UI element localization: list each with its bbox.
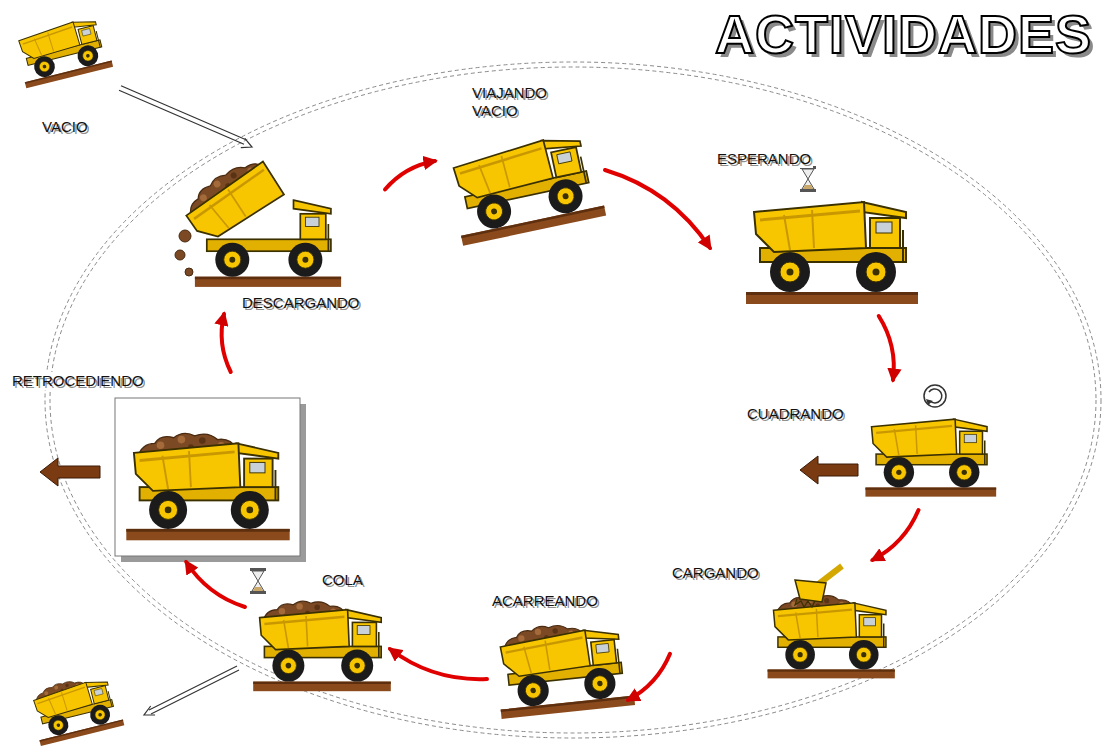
flow-arrow [879, 316, 894, 380]
art-part [18, 22, 81, 61]
loaded-truck [126, 433, 289, 540]
activity-label: CARGANDO [670, 564, 761, 582]
art-part [795, 599, 815, 607]
label-wrap: VACIO [40, 118, 90, 136]
art-part [865, 488, 996, 497]
art-part [253, 682, 391, 692]
activity-node: RETROCEDIENDO [8, 372, 305, 562]
truck-label: VACIO [40, 118, 90, 136]
art-part [177, 153, 285, 245]
art-part [926, 399, 933, 405]
art-part [195, 277, 341, 287]
art-part [149, 666, 237, 710]
art-part [50, 67, 1096, 733]
activity-label: COLA [320, 571, 365, 589]
activity-label: VIAJANDO VACIO [470, 84, 574, 120]
flow-arrow [222, 314, 231, 372]
art-part [144, 706, 155, 715]
activity-label: RETROCEDIENDO [10, 372, 146, 390]
art-part [45, 62, 1101, 738]
empty-truck [865, 419, 996, 497]
exit-arrow [144, 666, 239, 715]
cycle-ellipse [45, 62, 1101, 738]
art-part [754, 202, 866, 252]
hourglass-icon [800, 166, 816, 192]
art-part [241, 138, 252, 147]
activity-node: VIAJANDO VACIO [435, 80, 605, 260]
activity-node: ESPERANDO [710, 146, 935, 316]
flow-arrow [186, 562, 245, 607]
art-part [260, 610, 350, 650]
loaded-truck [27, 671, 124, 746]
art-part [179, 230, 191, 242]
art-part [126, 529, 289, 540]
empty-truck [445, 131, 606, 246]
flow-arrow [605, 170, 710, 248]
empty-truck [13, 15, 113, 88]
activity-label: DESCARGANDO [240, 294, 362, 312]
activity-label: ACARREANDO [490, 592, 600, 610]
art-part [773, 603, 856, 640]
frame [115, 398, 300, 556]
activity-node: ACARREANDO [487, 588, 628, 728]
flow-arrow [873, 510, 919, 560]
art-part [119, 90, 244, 144]
activity-node: CUADRANDO [740, 380, 995, 510]
art-part [185, 268, 193, 276]
art-part [500, 630, 591, 678]
art-part [924, 385, 946, 407]
loaded-truck [768, 595, 895, 678]
art-part [121, 86, 246, 140]
activity-label: ESPERANDO [715, 150, 813, 168]
art-part [768, 669, 895, 678]
flow-arrow [385, 161, 435, 190]
art-part [175, 250, 185, 260]
loaded-truck [253, 601, 391, 691]
art-part [151, 670, 239, 714]
activity-label: CUADRANDO [745, 405, 846, 423]
activity-node: DESCARGANDO [155, 148, 385, 314]
art-part [795, 580, 826, 602]
empty-truck [746, 202, 918, 304]
activity-node: CARGANDO [670, 560, 895, 685]
dumping-truck [177, 153, 341, 287]
art-part [182, 161, 286, 245]
art-part [746, 292, 918, 304]
reverse-arrow [800, 456, 858, 484]
title: ACTIVIDADES [715, 4, 1092, 64]
art-part [872, 419, 957, 457]
art-part [134, 443, 240, 491]
flow-arrow [390, 649, 487, 679]
flow-arrow [628, 654, 670, 700]
art-part [32, 682, 92, 720]
spot-icon [924, 385, 946, 407]
shovel-bucket [795, 566, 842, 607]
falling-rocks [175, 230, 193, 276]
hourglass-icon [250, 568, 266, 594]
reverse-arrow [40, 458, 100, 486]
activity-node: COLA [245, 565, 390, 705]
loaded-truck [492, 618, 635, 719]
title-wrap: ACTIVIDADES [715, 4, 1092, 64]
art-part [452, 140, 554, 201]
entry-arrow [119, 86, 252, 148]
